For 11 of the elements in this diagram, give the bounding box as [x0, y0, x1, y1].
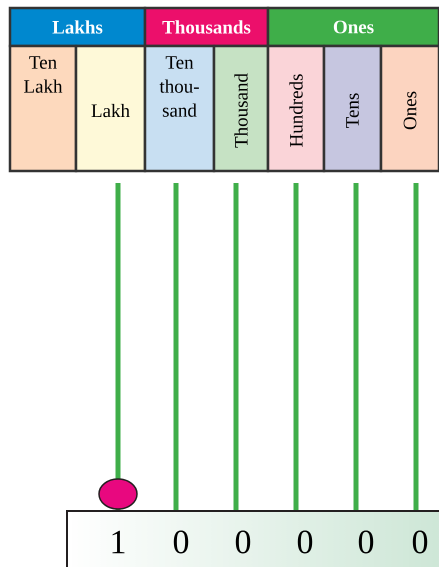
place-value-column: Ten Lakh	[8, 44, 78, 172]
abacus-base: 1 0 0 0 0 0	[66, 510, 439, 567]
place-value-column: Lakh	[74, 44, 146, 172]
place-value-column: Ones	[380, 44, 439, 172]
group-header: Ones	[266, 6, 439, 48]
place-value-column: Tens	[322, 44, 382, 172]
group-header: Thousands	[144, 6, 270, 48]
group-header: Lakhs	[8, 6, 146, 48]
place-value-column: Hundreds	[266, 44, 326, 172]
place-value-column: Ten thou- sand	[144, 44, 216, 172]
place-value-column: Thousand	[212, 44, 270, 172]
